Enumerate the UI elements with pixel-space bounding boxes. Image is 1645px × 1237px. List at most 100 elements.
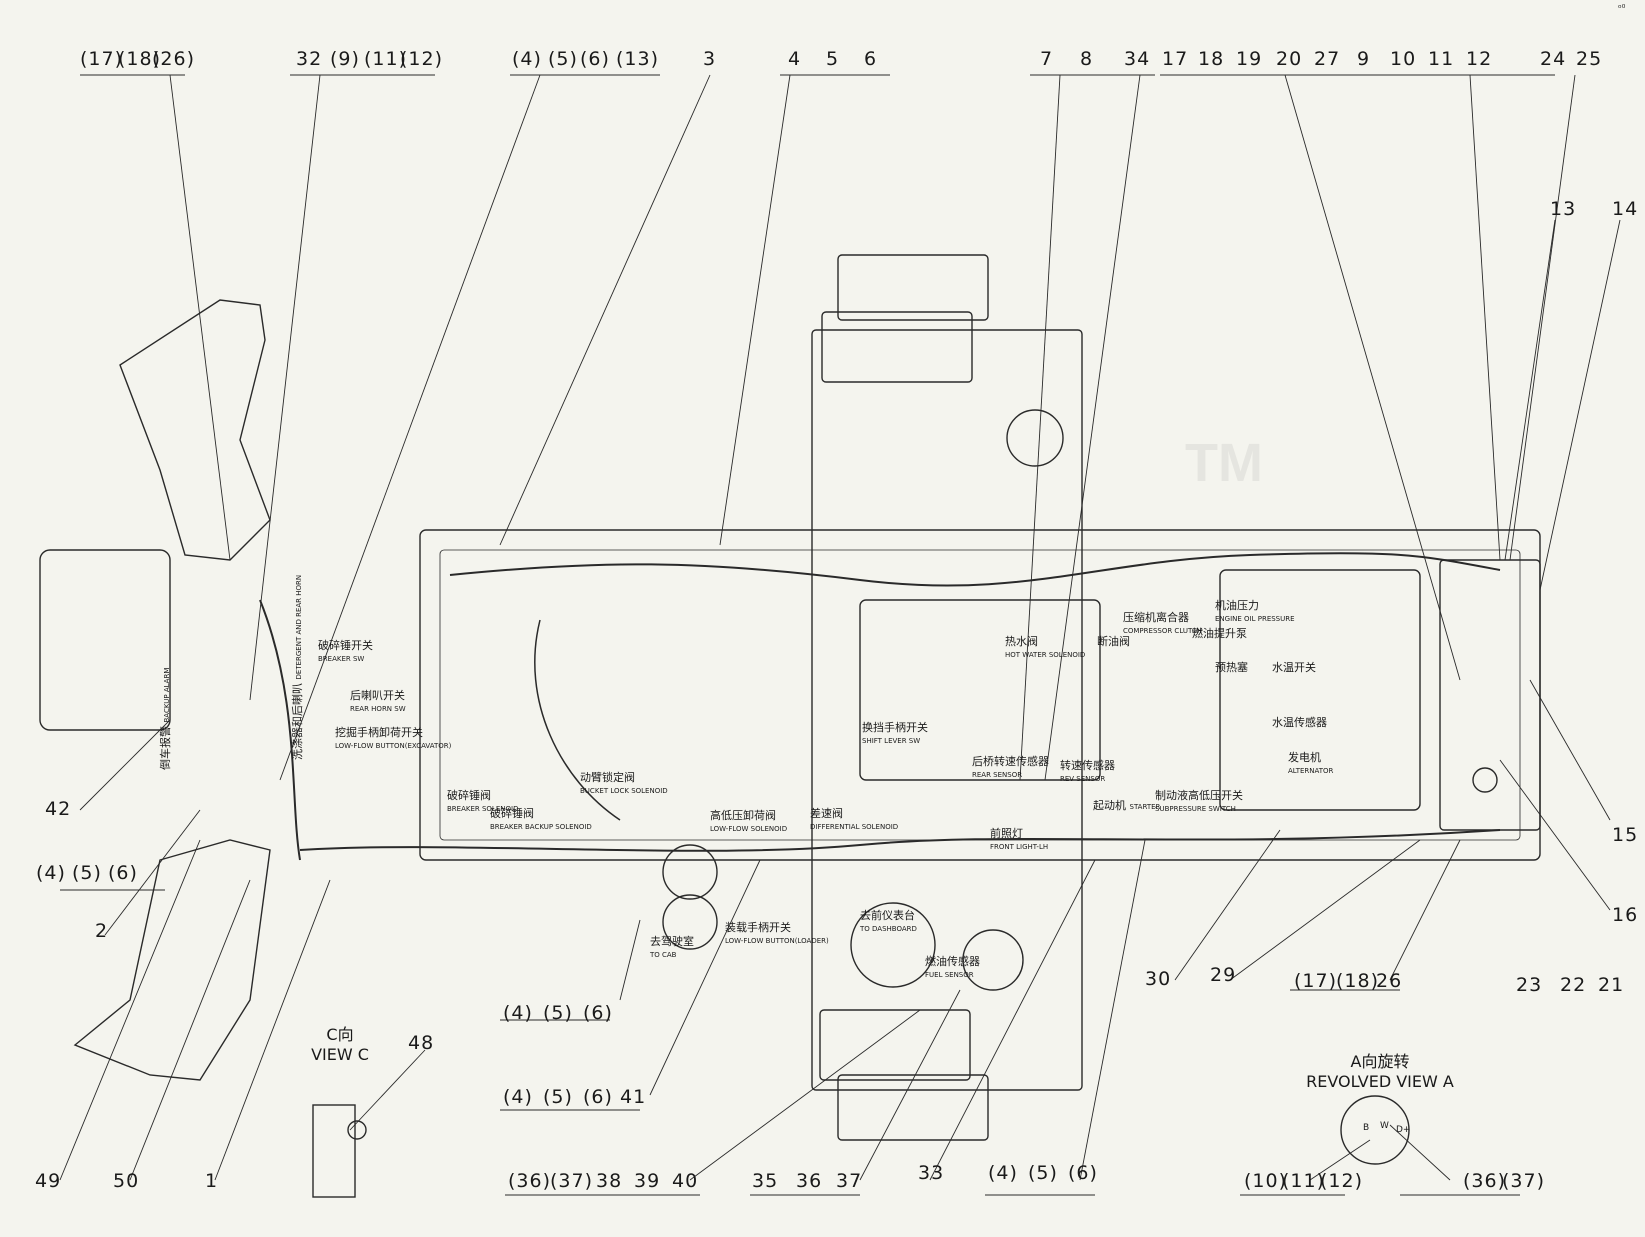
- callout-left-5: (5): [72, 862, 102, 884]
- callout-top-20: 20: [1276, 48, 1303, 70]
- harness-main: [449, 552, 1501, 587]
- callout-h-26: 26: [1376, 970, 1403, 992]
- view-c-en: VIEW C: [311, 1045, 369, 1064]
- step-top-a: [837, 254, 989, 321]
- revolved-a: [1340, 1095, 1410, 1165]
- callout-right-21: 21: [1598, 974, 1625, 996]
- loader-arm-lower: [73, 839, 271, 1081]
- callout-top-26: (26): [152, 48, 196, 70]
- callout-right-16: 16: [1612, 904, 1639, 926]
- callout-d-37: 37: [836, 1170, 863, 1192]
- chassis-inner: [439, 549, 1521, 841]
- callout-top-13: (13): [616, 48, 660, 70]
- callout-left-6: (6): [108, 862, 138, 884]
- callout-top-18: (18): [118, 48, 162, 70]
- dash-connector: [850, 902, 936, 988]
- callout-c-39: 39: [634, 1170, 661, 1192]
- callout-top-32: 32: [296, 48, 323, 70]
- callout-right-13: 13: [1550, 198, 1577, 220]
- callout-top-6: (6): [580, 48, 610, 70]
- label-water-temp-switch: 水温开关: [1272, 661, 1316, 674]
- callout-i-11: (11): [1282, 1170, 1326, 1192]
- callout-top-19: 19: [1236, 48, 1263, 70]
- callout-top-4: (4): [512, 48, 542, 70]
- callout-right-23: 23: [1516, 974, 1543, 996]
- callout-j-36: (36): [1463, 1170, 1507, 1192]
- view-c-part: [312, 1104, 356, 1198]
- callout-top-4b: 4: [788, 48, 802, 70]
- label-glow-plug: 预热塞: [1215, 661, 1248, 674]
- callout-top-27: 27: [1314, 48, 1341, 70]
- callout-g-29: 29: [1210, 964, 1237, 986]
- view-c-cn: C向: [326, 1025, 354, 1044]
- a-pin-b: B: [1363, 1123, 1370, 1133]
- callout-left-2: 2: [95, 920, 109, 942]
- callout-c-37: (37): [550, 1170, 594, 1192]
- callout-top-17b: 17: [1162, 48, 1189, 70]
- a-pin-w: W: [1380, 1121, 1389, 1131]
- label-detergent-rear-horn: 洗涤器和后喇叭 DETERGENT AND REAR HORN: [291, 574, 304, 760]
- callout-top-8: 8: [1080, 48, 1094, 70]
- low-flow-coil-a: [662, 844, 718, 900]
- callout-g-30: 30: [1145, 968, 1172, 990]
- callout-top-7: 7: [1040, 48, 1054, 70]
- callout-h-18: (18): [1336, 970, 1380, 992]
- callout-i-10: (10): [1244, 1170, 1288, 1192]
- callout-c-36: (36): [508, 1170, 552, 1192]
- callout-top-9b: 9: [1357, 48, 1371, 70]
- watermark-tm: TM: [1185, 433, 1263, 493]
- cab-block: [811, 329, 1083, 1091]
- tank-cap: [1006, 409, 1064, 467]
- callout-top-12: (12): [400, 48, 444, 70]
- callout-top-3: 3: [703, 48, 717, 70]
- callout-top-24: 24: [1540, 48, 1567, 70]
- transmission: [859, 599, 1101, 781]
- corner-mark: ᵒ⁰: [1618, 4, 1626, 14]
- callout-top-18b: 18: [1198, 48, 1225, 70]
- harness-lower: [299, 829, 1501, 852]
- callout-top-25: 25: [1576, 48, 1603, 70]
- view-c-label: C向 VIEW C: [300, 1025, 380, 1065]
- label-water-temp-sensor: 水温传感器: [1272, 716, 1327, 729]
- label-starter: 起动机 STARTER: [1093, 799, 1161, 812]
- callout-top-10: 10: [1390, 48, 1417, 70]
- callout-b-41: 41: [620, 1086, 647, 1108]
- callout-top-34: 34: [1124, 48, 1151, 70]
- engine-block: [1219, 569, 1421, 811]
- step-bottom-a: [819, 1009, 971, 1081]
- callout-top-17: (17): [80, 48, 124, 70]
- callout-top-12b: 12: [1466, 48, 1493, 70]
- loader-arm-upper: [119, 299, 271, 561]
- callout-top-6b: 6: [864, 48, 878, 70]
- callout-d-36: 36: [796, 1170, 823, 1192]
- callout-b-6: (6): [583, 1086, 613, 1108]
- label-backup-alarm: 倒车报警 BACKUP ALARM: [159, 667, 172, 770]
- callout-k-48: 48: [408, 1032, 435, 1054]
- callout-top-5b: 5: [826, 48, 840, 70]
- callout-f-4: (4): [988, 1162, 1018, 1184]
- fuel-sender: [962, 929, 1024, 991]
- view-a-cn: A向旋转: [1350, 1052, 1410, 1071]
- alternator-pulley: [1472, 767, 1498, 793]
- step-bottom-b: [837, 1074, 989, 1141]
- callout-c-38: 38: [596, 1170, 623, 1192]
- view-a-label: A向旋转 REVOLVED VIEW A: [1300, 1052, 1460, 1092]
- harness-left: [259, 599, 301, 861]
